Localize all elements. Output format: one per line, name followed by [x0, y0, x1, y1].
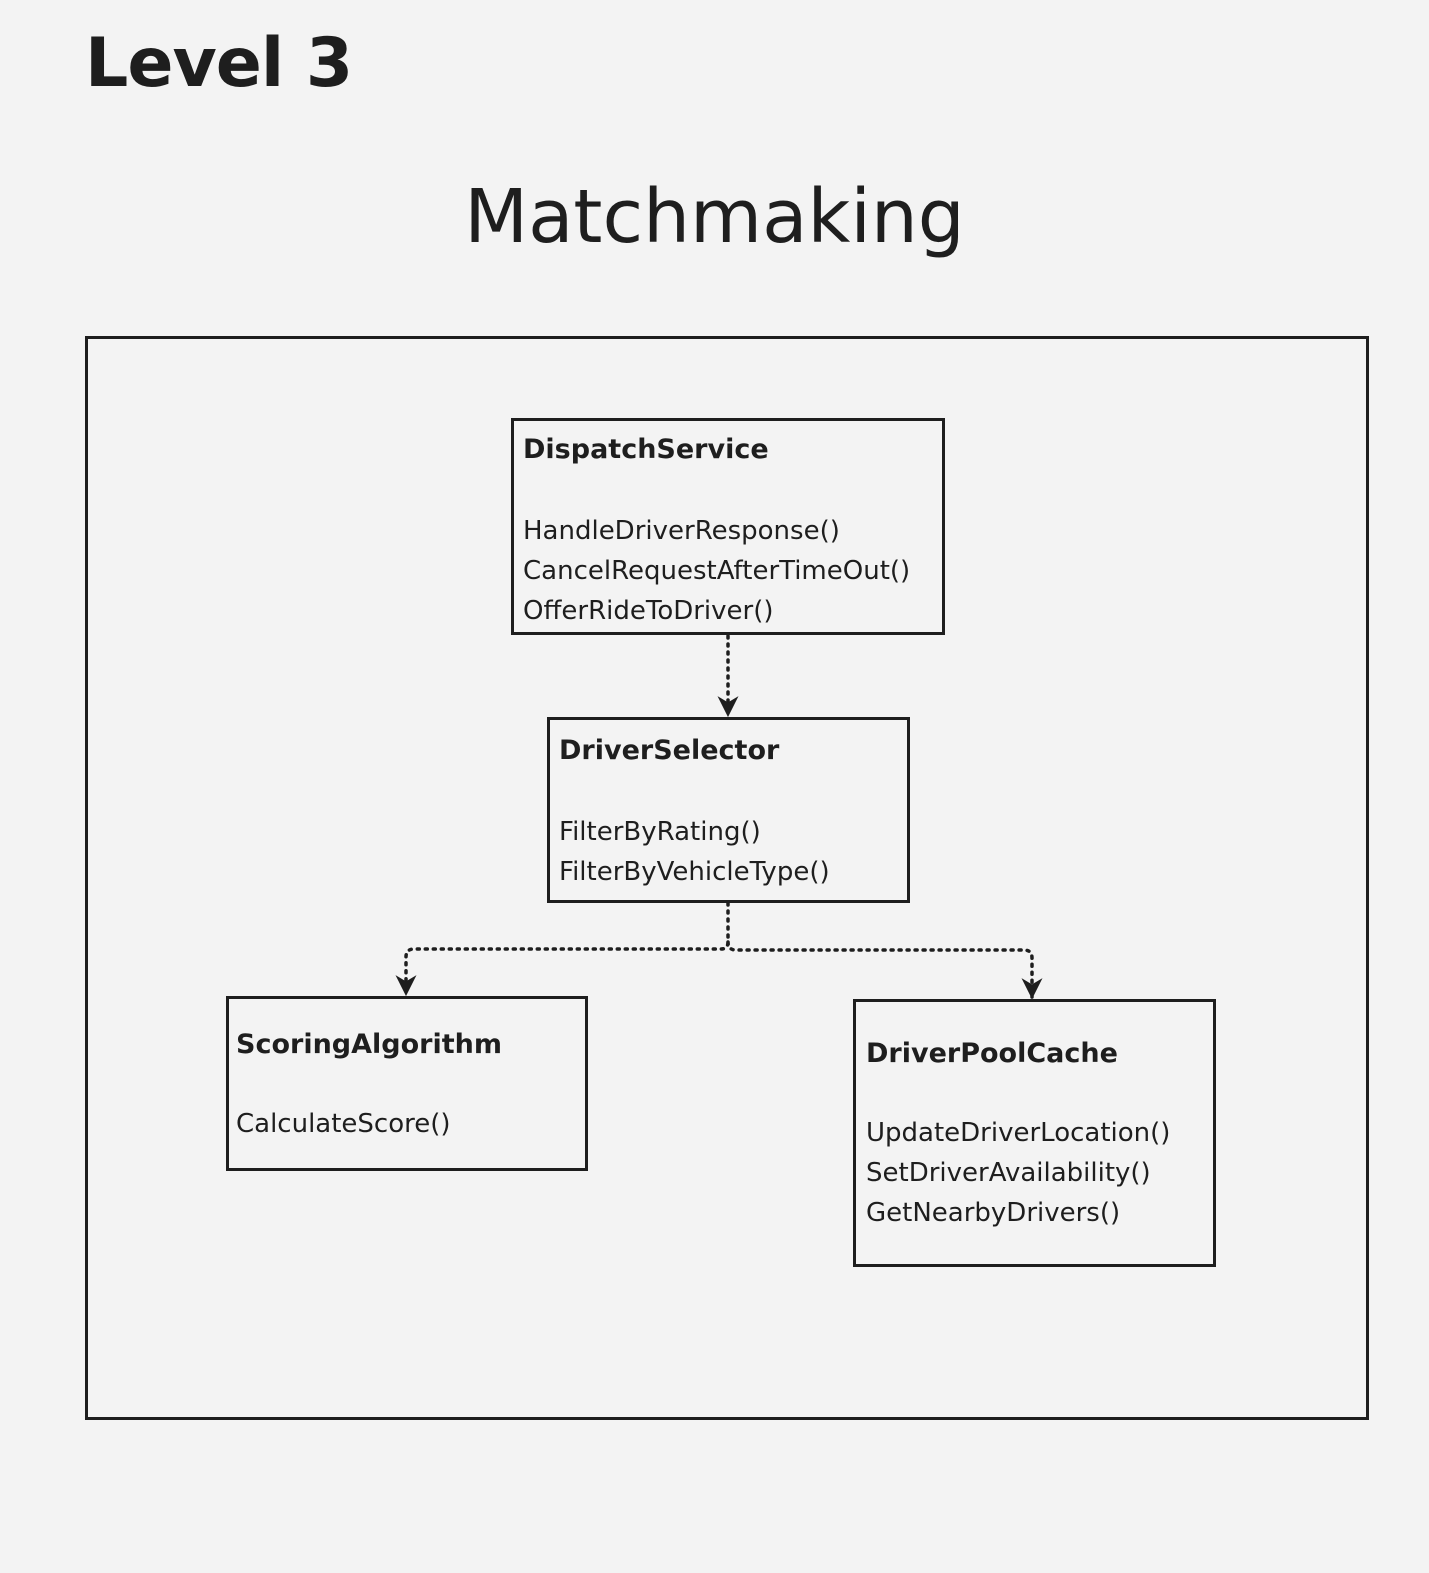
class-name: DriverPoolCache [866, 1038, 1118, 1069]
method-list: FilterByRating() FilterByVehicleType() [559, 812, 830, 892]
class-name: DriverSelector [559, 735, 780, 766]
arrow-selector-to-poolcache [726, 940, 1043, 1000]
arrow-selector-to-scoring [395, 901, 730, 997]
method-list: UpdateDriverLocation() SetDriverAvailabi… [866, 1113, 1170, 1233]
class-box-dispatch-service[interactable]: DispatchService HandleDriverResponse() C… [511, 418, 945, 635]
method-item: FilterByVehicleType() [559, 857, 830, 887]
method-list: CalculateScore() [236, 1104, 451, 1144]
method-item: FilterByRating() [559, 817, 761, 847]
class-box-driver-selector[interactable]: DriverSelector FilterByRating() FilterBy… [547, 717, 910, 903]
class-box-scoring-algorithm[interactable]: ScoringAlgorithm CalculateScore() [226, 996, 588, 1171]
diagram-title: Matchmaking [464, 174, 965, 260]
class-name: DispatchService [523, 434, 769, 465]
matchmaking-boundary-frame [85, 336, 1369, 1420]
class-name: ScoringAlgorithm [236, 1029, 502, 1060]
method-item: OfferRideToDriver() [523, 596, 774, 626]
method-list: HandleDriverResponse() CancelRequestAfte… [523, 511, 910, 631]
method-item: GetNearbyDrivers() [866, 1198, 1121, 1228]
method-item: SetDriverAvailability() [866, 1158, 1151, 1188]
class-box-driver-pool-cache[interactable]: DriverPoolCache UpdateDriverLocation() S… [853, 999, 1216, 1267]
method-item: CancelRequestAfterTimeOut() [523, 556, 911, 586]
method-item: HandleDriverResponse() [523, 516, 840, 546]
method-item: UpdateDriverLocation() [866, 1118, 1171, 1148]
level-title: Level 3 [85, 24, 353, 103]
method-item: CalculateScore() [236, 1109, 451, 1139]
